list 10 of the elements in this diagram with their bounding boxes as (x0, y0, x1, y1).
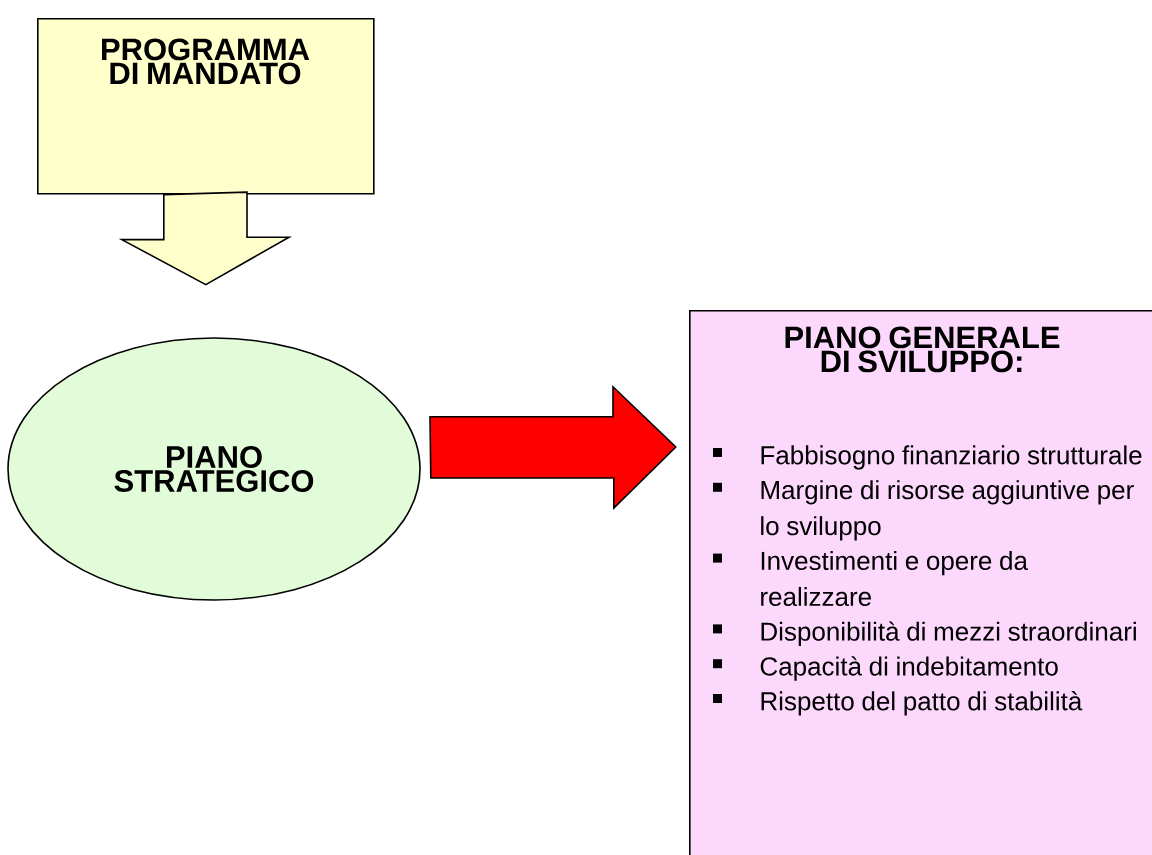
list-item: Investimenti e opere da realizzare (713, 550, 1028, 607)
list-item: Fabbisogno finanziario strutturale (713, 445, 1142, 470)
block-arrow (429, 384, 677, 510)
list-item: Capacità di indebitamento (713, 656, 1058, 681)
list-item: Margine di risorse aggiuntive per lo sviluppo (713, 480, 1134, 541)
list-item: Disponibilità di mezzi straordinari (713, 621, 1136, 646)
callout-box: PROGRAMMA DI MANDATO (37, 18, 375, 195)
heading: PIANO GENERALE DI SVILUPPO: (785, 326, 1060, 373)
list-item: Rispetto del patto di stabilità (713, 691, 1083, 716)
block-arrow (118, 191, 293, 286)
